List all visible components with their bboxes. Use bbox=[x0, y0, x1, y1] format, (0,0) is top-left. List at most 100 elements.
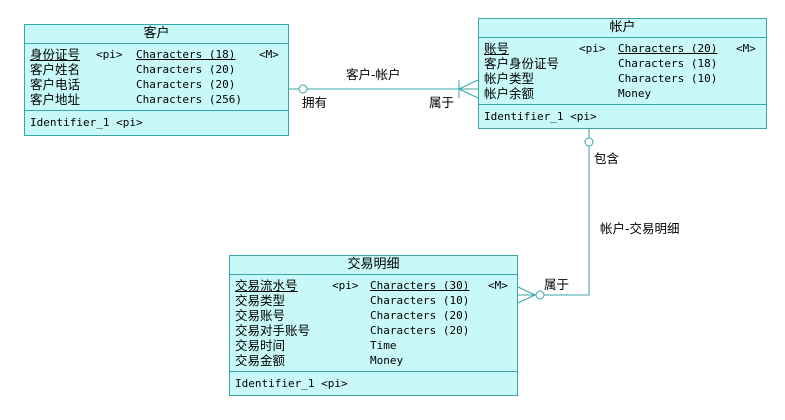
attribute-type: Characters (30) bbox=[370, 279, 470, 292]
account-crowfoot-lower bbox=[458, 88, 479, 99]
attribute-row: 交易类型 Characters (10) bbox=[235, 293, 512, 308]
attribute-mandatory bbox=[259, 62, 283, 77]
entity-transaction[interactable]: 交易明细 交易流水号 <pi> Characters (30) <M> 交易类型… bbox=[229, 255, 518, 396]
identifier-text: Identifier_1 <pi> bbox=[30, 116, 143, 129]
relationship-name-customer-account[interactable]: 客户-帐户 bbox=[346, 67, 401, 82]
entity-customer-attributes: 身份证号 <pi> Characters (18) <M> 客户姓名 Chara… bbox=[25, 44, 288, 111]
attribute-mandatory bbox=[488, 323, 512, 338]
attribute-row: 交易账号 Characters (20) bbox=[235, 308, 512, 323]
attribute-type: Money bbox=[618, 87, 652, 100]
entity-customer-identifier: Identifier_1 <pi> bbox=[25, 111, 288, 130]
attribute-key bbox=[332, 338, 370, 353]
attribute-row: 客户身份证号 Characters (18) bbox=[484, 56, 761, 71]
entity-account[interactable]: 帐户 账号 <pi> Characters (20) <M> 客户身份证号 Ch… bbox=[478, 18, 767, 129]
attribute-row: 交易对手账号 Characters (20) bbox=[235, 323, 512, 338]
entity-transaction-title: 交易明细 bbox=[230, 256, 517, 275]
attribute-key: <pi> bbox=[332, 279, 359, 292]
attribute-mandatory bbox=[488, 308, 512, 323]
attribute-type: Money bbox=[370, 354, 404, 367]
attribute-key bbox=[579, 86, 618, 101]
transaction-crowfoot-lower bbox=[517, 294, 536, 304]
attribute-type: Characters (10) bbox=[618, 72, 718, 85]
attribute-key bbox=[96, 62, 136, 77]
attribute-key bbox=[332, 353, 370, 368]
attribute-key bbox=[579, 71, 618, 86]
role-account-contains: 包含 bbox=[594, 151, 620, 166]
attribute-name: 客户姓名 bbox=[30, 62, 81, 77]
attribute-mandatory bbox=[259, 77, 283, 92]
attribute-mandatory: <M> bbox=[488, 279, 508, 292]
entity-account-identifier: Identifier_1 <pi> bbox=[479, 105, 766, 124]
attribute-row: 帐户余额 Money bbox=[484, 86, 761, 101]
customer-optional-circle bbox=[298, 84, 308, 94]
attribute-mandatory bbox=[488, 353, 512, 368]
attribute-mandatory: <M> bbox=[259, 48, 279, 61]
attribute-mandatory bbox=[736, 86, 760, 101]
account-optional-circle bbox=[584, 137, 594, 147]
attribute-key bbox=[96, 92, 136, 107]
attribute-key bbox=[96, 77, 136, 92]
attribute-key: <pi> bbox=[579, 42, 606, 55]
attribute-key bbox=[579, 56, 618, 71]
attribute-type: Characters (20) bbox=[136, 63, 236, 76]
attribute-type: Characters (20) bbox=[136, 78, 236, 91]
attribute-name: 交易类型 bbox=[235, 293, 286, 308]
attribute-name: 客户电话 bbox=[30, 77, 81, 92]
role-account-belongs: 属于 bbox=[429, 95, 455, 110]
entity-account-attributes: 账号 <pi> Characters (20) <M> 客户身份证号 Chara… bbox=[479, 38, 766, 105]
transaction-optional-circle bbox=[535, 290, 545, 300]
entity-customer[interactable]: 客户 身份证号 <pi> Characters (18) <M> 客户姓名 Ch… bbox=[24, 24, 289, 136]
transaction-crowfoot-upper bbox=[517, 286, 536, 296]
attribute-name: 客户地址 bbox=[30, 92, 81, 107]
attribute-key bbox=[332, 293, 370, 308]
attribute-row: 交易时间 Time bbox=[235, 338, 512, 353]
attribute-row: 客户姓名 Characters (20) bbox=[30, 62, 283, 77]
attribute-name: 帐户类型 bbox=[484, 71, 535, 86]
relationship-name-account-transaction[interactable]: 帐户-交易明细 bbox=[600, 221, 680, 236]
attribute-name: 客户身份证号 bbox=[484, 56, 560, 71]
attribute-name: 交易账号 bbox=[235, 308, 286, 323]
attribute-mandatory bbox=[736, 56, 760, 71]
attribute-name: 账号 bbox=[484, 41, 510, 56]
attribute-row: 身份证号 <pi> Characters (18) <M> bbox=[30, 47, 283, 62]
role-customer-owns: 拥有 bbox=[302, 95, 328, 110]
attribute-row: 交易流水号 <pi> Characters (30) <M> bbox=[235, 278, 512, 293]
attribute-type: Characters (20) bbox=[370, 309, 470, 322]
account-transaction-line[interactable] bbox=[518, 129, 590, 296]
entity-transaction-attributes: 交易流水号 <pi> Characters (30) <M> 交易类型 Char… bbox=[230, 275, 517, 372]
attribute-name: 帐户余额 bbox=[484, 86, 535, 101]
attribute-mandatory bbox=[488, 293, 512, 308]
attribute-row: 客户地址 Characters (256) bbox=[30, 92, 283, 107]
attribute-row: 客户电话 Characters (20) bbox=[30, 77, 283, 92]
attribute-row: 交易金额 Money bbox=[235, 353, 512, 368]
attribute-type: Characters (20) bbox=[618, 42, 718, 55]
role-transaction-belongs: 属于 bbox=[544, 277, 570, 292]
attribute-name: 交易对手账号 bbox=[235, 323, 311, 338]
attribute-mandatory bbox=[736, 71, 760, 86]
attribute-mandatory bbox=[488, 338, 512, 353]
attribute-name: 交易金额 bbox=[235, 353, 286, 368]
entity-account-title: 帐户 bbox=[479, 19, 766, 38]
entity-customer-title: 客户 bbox=[25, 25, 288, 44]
attribute-type: Characters (18) bbox=[136, 48, 236, 61]
account-crowfoot-upper bbox=[458, 79, 479, 90]
attribute-type: Characters (10) bbox=[370, 294, 470, 307]
attribute-name: 交易流水号 bbox=[235, 278, 298, 293]
attribute-type: Characters (256) bbox=[136, 93, 242, 106]
entity-transaction-identifier: Identifier_1 <pi> bbox=[230, 372, 517, 391]
attribute-name: 身份证号 bbox=[30, 47, 81, 62]
identifier-text: Identifier_1 <pi> bbox=[484, 110, 597, 123]
identifier-text: Identifier_1 <pi> bbox=[235, 377, 348, 390]
attribute-name: 交易时间 bbox=[235, 338, 286, 353]
attribute-row: 帐户类型 Characters (10) bbox=[484, 71, 761, 86]
attribute-mandatory: <M> bbox=[736, 42, 756, 55]
attribute-key: <pi> bbox=[96, 48, 123, 61]
attribute-key bbox=[332, 308, 370, 323]
attribute-type: Time bbox=[370, 339, 397, 352]
attribute-type: Characters (18) bbox=[618, 57, 718, 70]
attribute-type: Characters (20) bbox=[370, 324, 470, 337]
attribute-mandatory bbox=[259, 92, 283, 107]
attribute-key bbox=[332, 323, 370, 338]
